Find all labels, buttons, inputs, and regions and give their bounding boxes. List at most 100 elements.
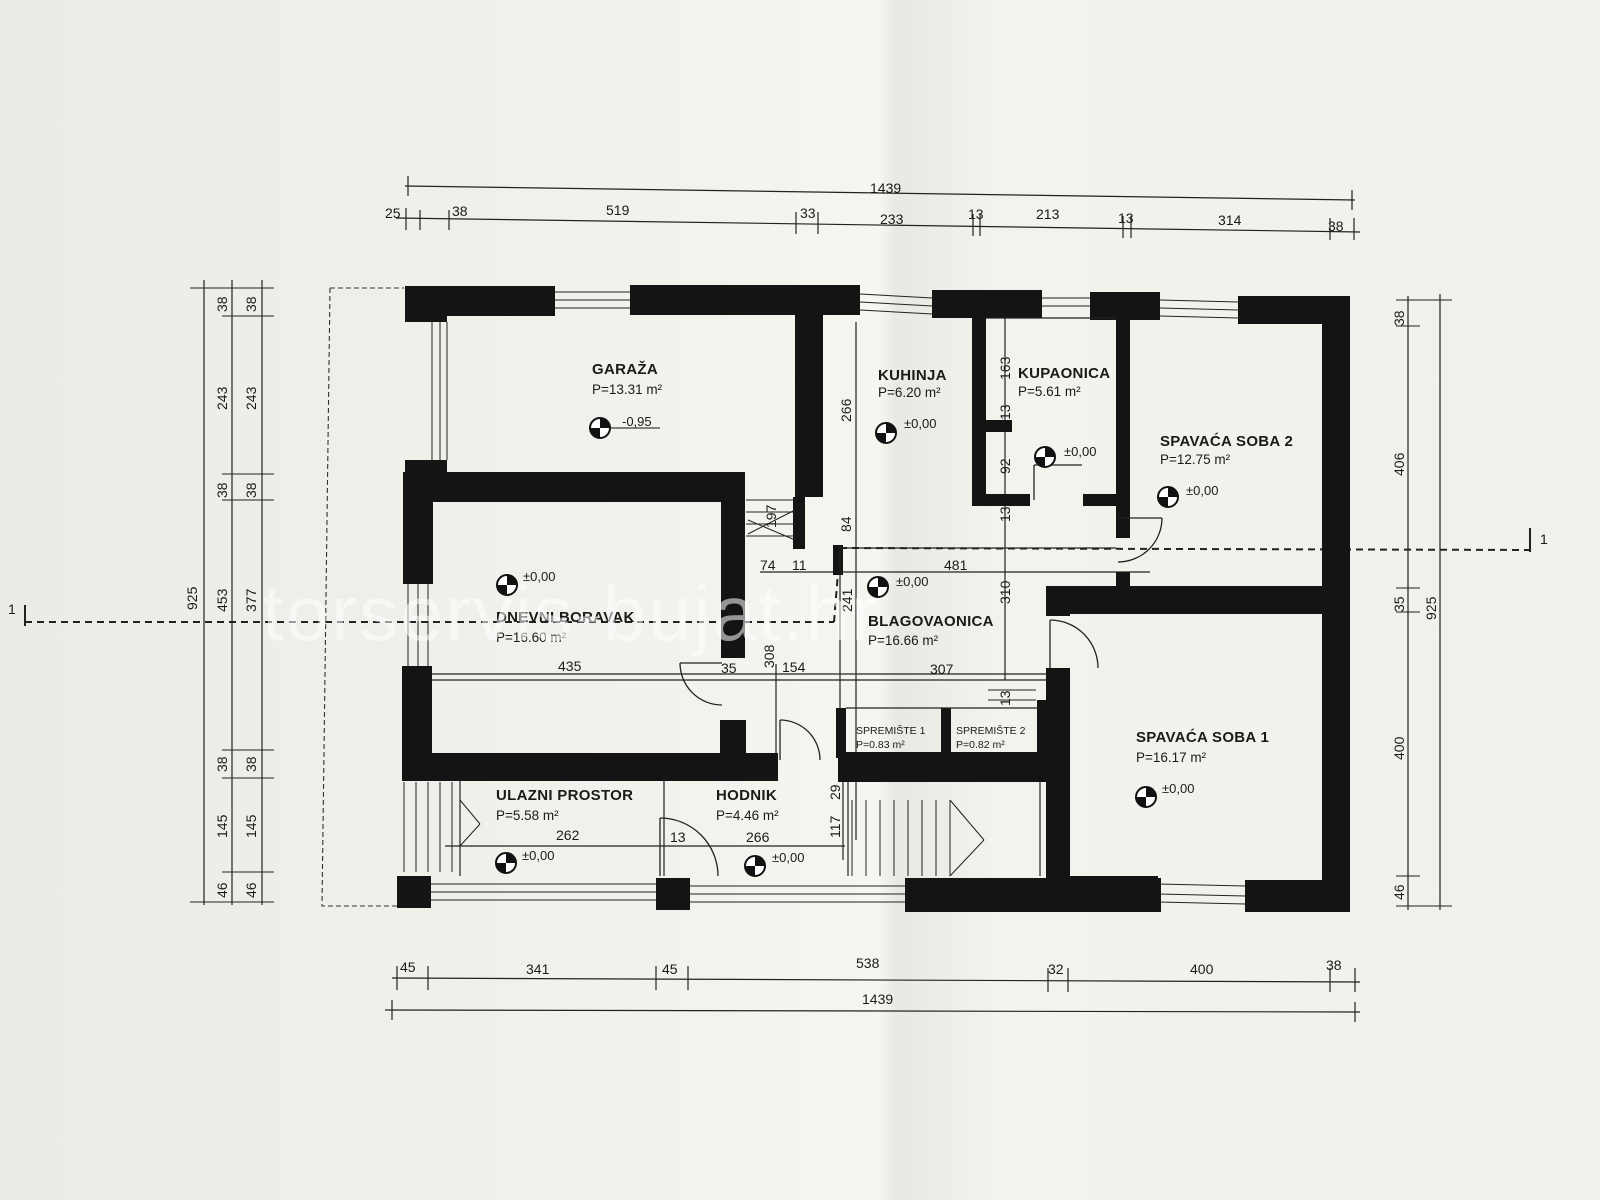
dim-bottom: 32 [1048, 961, 1064, 977]
dim-interior: 310 [997, 580, 1013, 604]
dim-interior: 308 [761, 644, 777, 668]
room-name: GARAŽA [592, 360, 658, 378]
level-marker [495, 852, 517, 874]
stairs [403, 499, 1036, 877]
dim-interior: 13 [997, 506, 1013, 522]
dim-interior: 266 [838, 398, 854, 422]
room-level: ±0,00 [904, 416, 936, 431]
dim-bottom: 45 [662, 961, 678, 977]
dim-interior: 163 [997, 356, 1013, 380]
dim-top: 38 [1328, 218, 1344, 234]
room-area: P=5.61 m² [1018, 384, 1081, 399]
dim-bottom: 38 [1326, 957, 1342, 973]
level-marker [496, 574, 518, 596]
room-name: KUHINJA [878, 367, 947, 384]
dim-left: 46 [243, 882, 259, 898]
dim-top: 314 [1218, 212, 1242, 228]
dim-interior: 92 [997, 458, 1013, 474]
dim-left: 145 [214, 814, 230, 838]
dim-bottom: 45 [400, 959, 416, 975]
dim-top: 519 [606, 202, 630, 218]
dim-right: 38 [1391, 310, 1407, 326]
room-level: -0,95 [622, 414, 652, 429]
terrace-outline [321, 287, 404, 907]
room-name: SPREMIŠTE 1 [856, 724, 926, 737]
room-level: ±0,00 [772, 850, 804, 865]
dim-interior: 13 [997, 404, 1013, 420]
dim-interior: 241 [839, 588, 855, 612]
room-name: DNEVNI BORAVAK [496, 609, 635, 626]
dim-top: 13 [1118, 210, 1134, 226]
dim-bottom: 538 [856, 955, 880, 971]
level-marker [875, 422, 897, 444]
section-label-left: 1 [8, 601, 16, 617]
dim-left-outer: 925 [184, 586, 200, 610]
room-area: P=4.46 m² [716, 808, 779, 823]
dim-left: 38 [214, 756, 230, 772]
room-level: ±0,00 [1186, 483, 1218, 498]
room-name: SPAVAĆA SOBA 2 [1160, 432, 1293, 450]
dim-top: 233 [880, 211, 904, 227]
dim-left: 38 [214, 482, 230, 498]
room-level: ±0,00 [1162, 781, 1194, 796]
dim-interior: 13 [997, 690, 1013, 706]
dim-right-outer: 925 [1423, 596, 1439, 620]
dim-interior: 154 [782, 659, 806, 675]
dim-interior: 481 [944, 557, 968, 573]
room-name: SPREMIŠTE 2 [956, 724, 1026, 737]
windows [407, 291, 1246, 905]
dim-left: 38 [243, 756, 259, 772]
dim-interior: 29 [827, 784, 843, 800]
room-area: P=16.66 m² [868, 633, 939, 648]
dim-interior: 435 [558, 658, 582, 674]
level-marker [1135, 786, 1157, 808]
room-name: HODNIK [716, 787, 777, 804]
room-level: ±0,00 [522, 848, 554, 863]
dim-bottom: 400 [1190, 961, 1214, 977]
room-labels: GARAŽA P=13.31 m² -0,95 KUHINJA P=6.20 m… [496, 360, 1293, 865]
dim-interior: 13 [670, 829, 686, 845]
dim-bottom: 341 [526, 961, 550, 977]
dim-left: 377 [243, 588, 259, 612]
dim-left: 38 [243, 296, 259, 312]
room-area: P=0.83 m² [856, 739, 905, 751]
section-label-right: 1 [1540, 531, 1548, 547]
dim-left: 243 [243, 386, 259, 410]
dim-top: 38 [452, 203, 468, 219]
room-area: P=12.75 m² [1160, 452, 1231, 467]
dim-interior: 11 [792, 557, 807, 573]
room-level: ±0,00 [896, 574, 928, 589]
room-area: P=5.58 m² [496, 808, 559, 823]
room-name: SPAVAĆA SOBA 1 [1136, 728, 1269, 746]
doors [659, 464, 1163, 877]
room-name: KUPAONICA [1018, 365, 1110, 382]
room-area: P=6.20 m² [878, 385, 941, 400]
dim-top: 213 [1036, 206, 1060, 222]
dim-left: 38 [243, 482, 259, 498]
room-area: P=0.82 m² [956, 739, 1005, 751]
dim-right: 406 [1391, 452, 1407, 476]
room-name: ULAZNI PROSTOR [496, 787, 633, 804]
dim-left: 243 [214, 386, 230, 410]
room-area: P=16.60 m² [496, 630, 567, 645]
dim-right: 46 [1391, 884, 1407, 900]
dimension-labels: 1439 25 38 519 33 233 13 213 13 314 38 4… [184, 180, 1439, 1007]
dim-left: 453 [214, 588, 230, 612]
dim-right: 400 [1391, 736, 1407, 760]
dim-interior: 307 [930, 661, 954, 677]
level-marker [744, 855, 766, 877]
room-level: ±0,00 [523, 569, 555, 584]
dim-interior: 84 [838, 516, 854, 532]
dim-interior: 117 [827, 815, 843, 838]
partitions [430, 317, 1116, 876]
watermark: torservis-bujat.hr [262, 569, 879, 657]
level-marker [1157, 486, 1179, 508]
dim-interior: 266 [746, 829, 770, 845]
dim-interior: 197 [763, 504, 779, 528]
dim-top: 13 [968, 206, 984, 222]
dim-right: 35 [1391, 596, 1407, 612]
dim-left: 46 [214, 882, 230, 898]
dim-left: 38 [214, 296, 230, 312]
dim-left: 145 [243, 814, 259, 838]
dim-bottom-total: 1439 [862, 991, 893, 1007]
